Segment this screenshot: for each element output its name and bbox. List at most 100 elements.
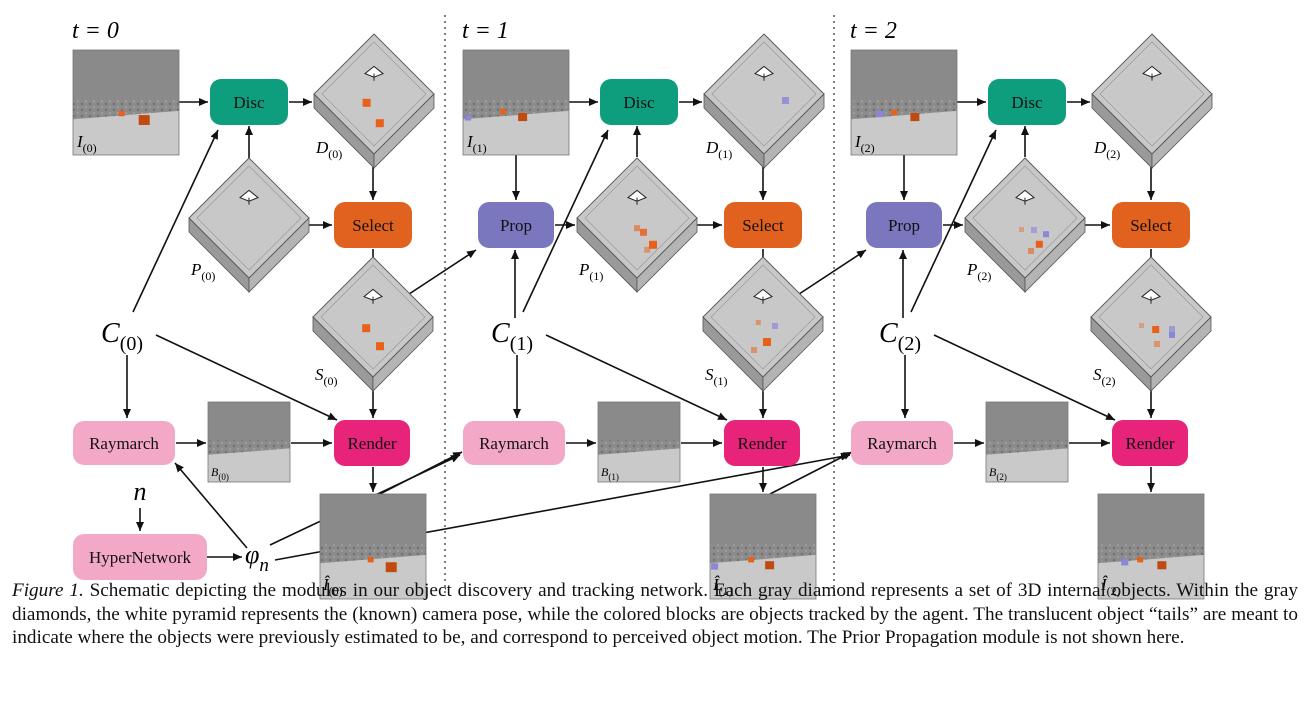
object-block xyxy=(1035,240,1043,248)
raymarch-module-2-shape xyxy=(851,421,953,465)
raymarch-module-0: Raymarch xyxy=(73,421,175,465)
background-image-1 xyxy=(597,401,681,483)
prior-state-diamond-1-rim xyxy=(584,165,690,271)
render-module-2-shape xyxy=(1112,420,1188,466)
disc-state-diamond-1 xyxy=(703,33,825,169)
phi-to-raymarch-0-arrow xyxy=(174,462,248,549)
background-image-2-floor xyxy=(986,448,1068,482)
object-block xyxy=(118,110,125,117)
prior-state-diamond-2-top xyxy=(964,157,1086,279)
disc-state-label-1: D(1) xyxy=(705,138,732,161)
rendered-image-0-floor xyxy=(320,554,426,599)
background-image-2-frame xyxy=(985,401,1069,483)
input-image-1-frame xyxy=(462,49,570,156)
selected-state-diamond-2-rim xyxy=(1098,264,1204,370)
camera-pyramid-icon xyxy=(1141,288,1161,301)
context-to-render-arrow xyxy=(933,334,1116,421)
disc-module-1-label: Disc xyxy=(623,93,655,112)
camera-pyramid-icon xyxy=(1015,189,1035,202)
object-block xyxy=(782,97,789,104)
raymarch-module-1-shape xyxy=(463,421,565,465)
hypernetwork-module-label: HyperNetwork xyxy=(89,548,191,567)
object-block xyxy=(763,338,771,346)
background-image-0-floor xyxy=(208,448,290,482)
input-image-1 xyxy=(462,49,570,156)
disc-module-1-shape xyxy=(600,79,678,125)
rendered-image-1 xyxy=(709,493,817,600)
selected-to-next-prop-arrow xyxy=(399,249,477,301)
selected-state-diamond-2 xyxy=(1090,256,1212,392)
object-block xyxy=(649,240,657,249)
prior-state-diamond-1-top xyxy=(576,157,698,279)
render-module-1-shape xyxy=(724,420,800,466)
caption-label: Figure 1. xyxy=(12,580,84,601)
raymarch-module-0-shape xyxy=(73,421,175,465)
raymarch-module-0-label: Raymarch xyxy=(89,434,159,453)
background-image-1-floor xyxy=(598,448,680,482)
object-block xyxy=(500,108,507,115)
object-block xyxy=(1031,227,1037,233)
object-block xyxy=(765,561,775,570)
render-module-0-label: Render xyxy=(347,434,396,453)
context-label-0: C(0) xyxy=(101,318,143,355)
selected-to-next-prop-arrow xyxy=(789,249,867,301)
context-label-1: C(1) xyxy=(491,318,533,355)
select-module-2: Select xyxy=(1112,202,1190,248)
object-block xyxy=(375,119,384,128)
rendered-image-2-floor xyxy=(1098,554,1204,599)
object-block xyxy=(1152,326,1160,333)
object-block xyxy=(644,246,651,253)
object-block xyxy=(518,113,528,122)
disc-state-label-0: D(0) xyxy=(315,138,342,161)
prop-module-2-shape xyxy=(866,202,942,248)
rendered-image-0-frame xyxy=(319,493,427,600)
input-image-2-frame xyxy=(850,49,958,156)
object-block xyxy=(367,557,374,563)
disc-module-2-shape xyxy=(988,79,1066,125)
disc-state-diamond-0-rim xyxy=(321,41,427,147)
select-module-0-label: Select xyxy=(352,216,394,235)
input-image-2-floor xyxy=(851,110,957,155)
time-header-2: t = 2 xyxy=(850,18,897,44)
render-module-1-label: Render xyxy=(737,434,786,453)
object-block xyxy=(634,225,640,232)
selected-state-diamond-1 xyxy=(702,256,824,392)
background-image-1-frame xyxy=(597,401,681,483)
disc-module-0: Disc xyxy=(210,79,288,125)
object-block xyxy=(1154,341,1160,347)
object-block xyxy=(362,324,371,333)
camera-pyramid-icon xyxy=(627,189,647,202)
time-header-1: t = 1 xyxy=(462,18,509,44)
selected-state-diamond-0 xyxy=(312,256,434,392)
rendered-image-0 xyxy=(319,493,427,600)
render-module-1: Render xyxy=(724,420,800,466)
prior-state-label-1: P(1) xyxy=(578,260,603,283)
select-module-1-shape xyxy=(724,202,802,248)
prior-state-label-2: P(2) xyxy=(966,260,991,283)
disc-state-diamond-1-top xyxy=(703,33,825,155)
context-to-render-arrow xyxy=(545,334,728,421)
disc-module-0-shape xyxy=(210,79,288,125)
object-block xyxy=(1169,326,1175,332)
select-module-0-shape xyxy=(334,202,412,248)
selected-state-label-0: S(0) xyxy=(315,365,338,388)
disc-state-diamond-1-rim xyxy=(711,41,817,147)
selected-state-diamond-2-top xyxy=(1090,256,1212,378)
object-block xyxy=(465,115,472,121)
disc-module-1: Disc xyxy=(600,79,678,125)
rendered-image-1-frame xyxy=(709,493,817,600)
rendered-image-2 xyxy=(1097,493,1205,600)
selected-state-diamond-0-top xyxy=(312,256,434,378)
object-block xyxy=(751,347,757,353)
object-block xyxy=(711,563,719,570)
input-image-0-floor xyxy=(73,110,179,155)
object-block xyxy=(1137,557,1144,563)
disc-module-2-label: Disc xyxy=(1011,93,1043,112)
prior-state-label-0: P(0) xyxy=(190,260,215,283)
object-block xyxy=(1043,231,1049,238)
object-block xyxy=(1121,559,1129,566)
context-to-disc-arrow xyxy=(522,129,609,313)
object-block xyxy=(640,228,647,236)
camera-pyramid-icon xyxy=(754,65,774,78)
